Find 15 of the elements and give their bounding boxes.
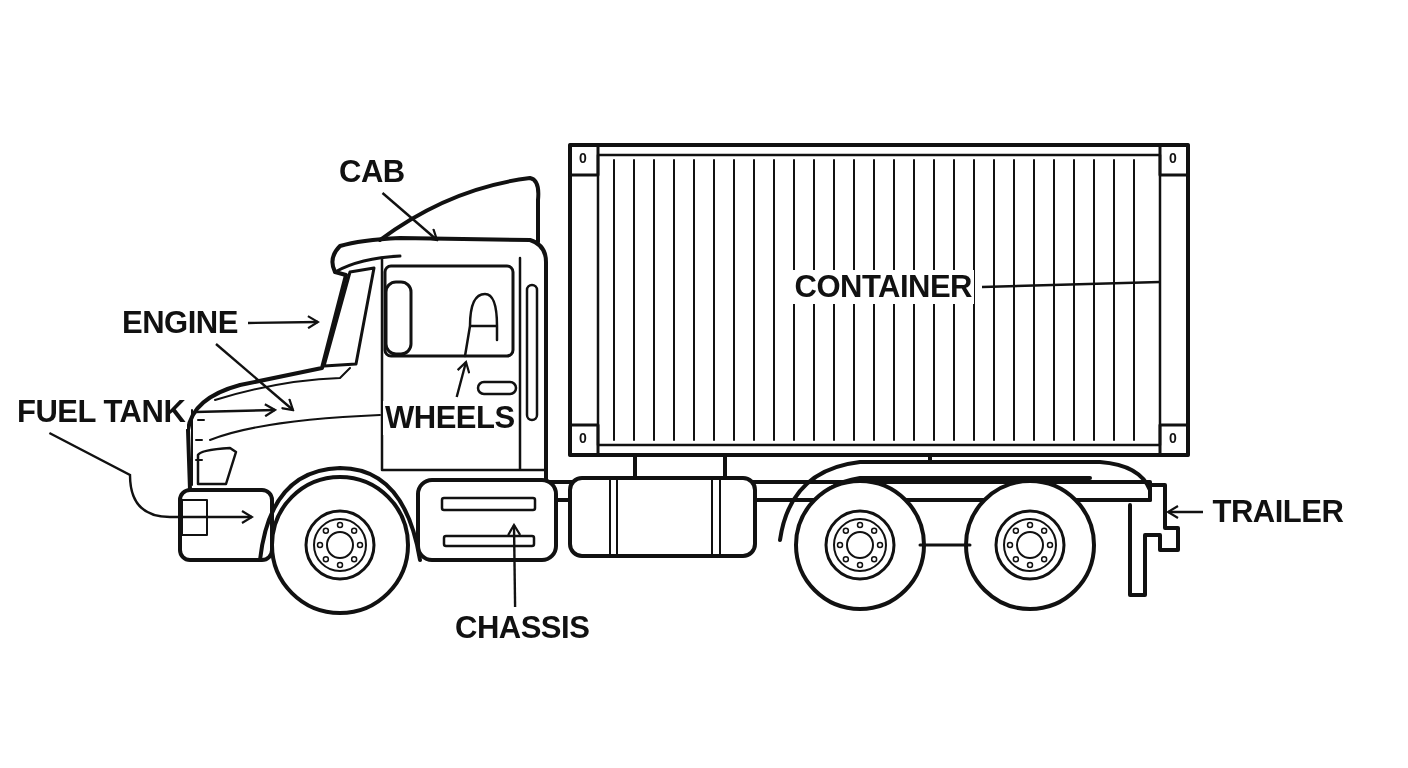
leader-arrow — [507, 523, 522, 607]
part-label: CONTAINER — [792, 270, 974, 304]
leader-arrow — [455, 360, 471, 398]
leader-arrow — [48, 431, 254, 525]
part-label: WHEELS — [383, 401, 517, 435]
corner-number: 0 — [579, 150, 587, 166]
corner-number: 0 — [1169, 150, 1177, 166]
leader-arrow — [194, 403, 277, 418]
leader-arrow — [381, 192, 439, 242]
leader-arrow — [248, 315, 320, 330]
corner-number: 0 — [1169, 430, 1177, 446]
leader-arrow — [215, 343, 295, 412]
leader-arrow — [1166, 504, 1203, 520]
leader-line — [981, 280, 1161, 289]
corner-number: 0 — [579, 430, 587, 446]
